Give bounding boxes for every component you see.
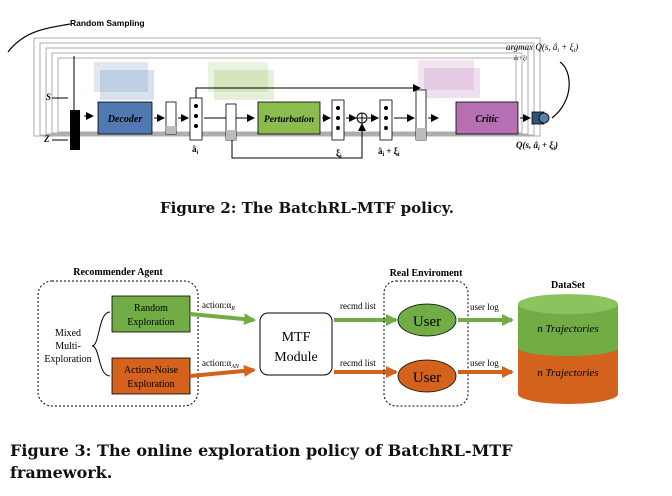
action-r-arrow [189,312,256,326]
figure-2-caption: Figure 2: The BatchRL-MTF policy. [160,199,454,217]
mtf-label: MTF [282,330,311,345]
action-an-label: action:αAN [202,358,240,370]
trajectories-top: n Trajectories [537,323,598,335]
perturbation-box [257,101,321,135]
a-hat-label: âi [192,144,199,156]
recmd-list-bottom: recmd list [340,358,376,368]
user-label-top: User [413,314,441,330]
xi-label: ξi [336,148,342,160]
critic-label: Critic [475,114,499,125]
recommender-agent-title: Recommender Agent [73,267,163,278]
mtf-module-box [259,312,333,376]
figure-3-diagram: Recommender Agent Mixed Multi- Explorati… [37,267,618,407]
random-sampling-label: Random Sampling [70,18,145,28]
real-environment-title: Real Enviroment [390,268,464,279]
figure-3-caption-line-2: framework. [10,463,113,482]
mixed-label-3: Exploration [44,354,91,365]
argmax-brace [551,61,570,119]
figure-2-diagram: Random Sampling S Z Decoder âi [7,18,578,160]
action-noise-exploration-box [111,357,191,395]
real-environment-box [383,280,469,407]
mixed-brace [91,311,111,377]
action-noise-label-1: Action-Noise [124,365,178,376]
user-node-top [397,303,457,337]
figure-3-caption-line-1: Figure 3: The online exploration policy … [10,441,513,460]
decoder-label: Decoder [107,114,143,125]
argmax-subscript: âi+ξi [514,55,527,62]
user-label-bottom: User [413,370,441,386]
s-label: S [46,92,51,102]
user-log-bottom: user log [470,358,499,368]
perturbation-label: Perturbation [264,115,314,125]
action-noise-label-2: Exploration [127,379,174,390]
dataset-cylinder [518,294,618,404]
random-exploration-label-1: Random [134,303,168,314]
mixed-label-2: Multi- [55,341,81,352]
module-label: Module [274,350,318,365]
random-exploration-label-2: Exploration [127,317,174,328]
recmd-list-top: recmd list [340,301,376,311]
decoder-box [97,101,153,135]
z-label: Z [43,134,50,144]
action-r-label: action:αR [202,300,235,312]
action-an-arrow [189,364,256,378]
random-sampling-brace [7,23,71,53]
argmax-label: argmax Q(s, âi + ξi) [506,42,578,54]
mixed-label-1: Mixed [55,328,81,339]
user-log-top: user log [470,302,499,312]
recommender-agent-box [37,280,199,407]
dataset-title: DataSet [551,280,586,291]
critic-box [455,101,519,135]
random-exploration-box [111,295,191,333]
q-value-label: Q(s, âi + ξi) [516,140,558,152]
user-node-bottom [397,359,457,393]
a-plus-xi-label: âi + ξi [378,146,400,158]
input-bar [70,110,80,150]
trajectories-bottom: n Trajectories [537,367,598,379]
